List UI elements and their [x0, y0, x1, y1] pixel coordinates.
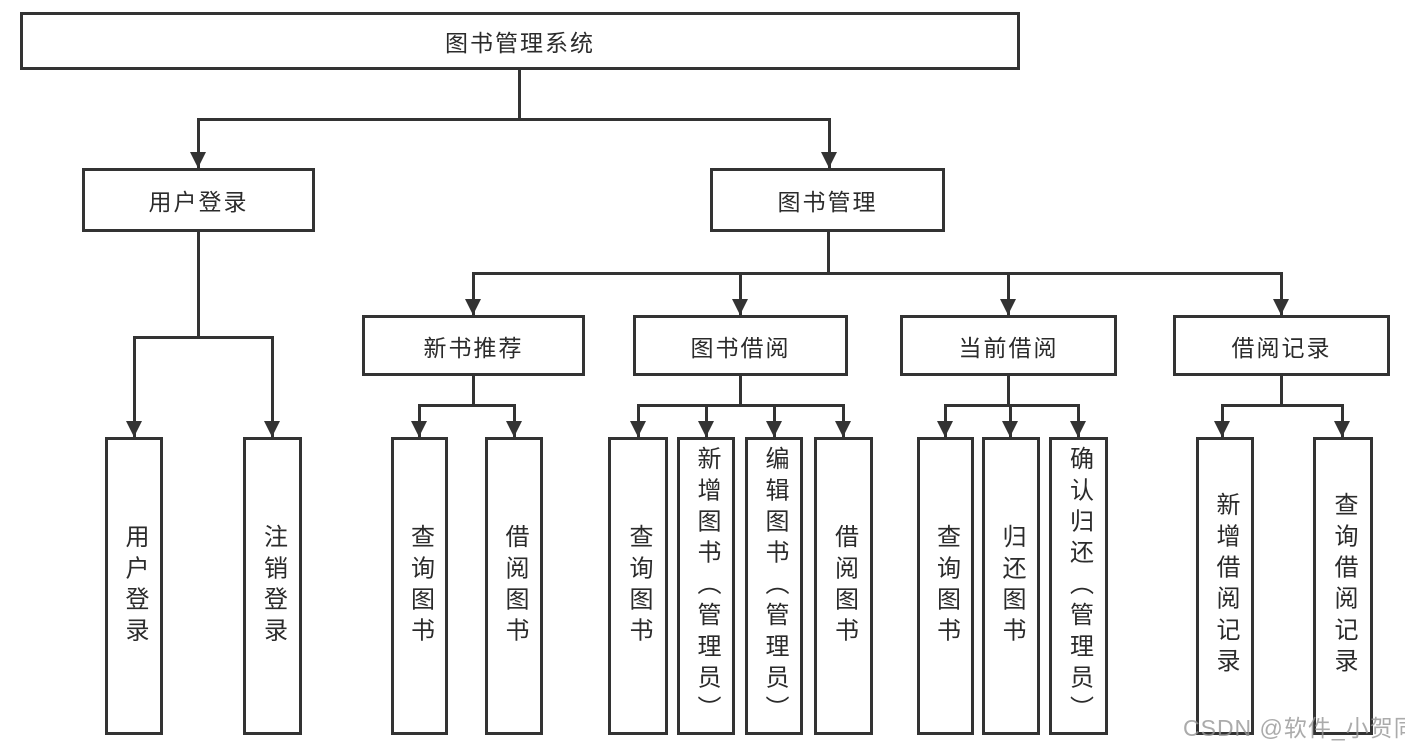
arrow-down-icon — [698, 421, 714, 437]
node-leaf-rr-add: 新增借阅记录 — [1196, 437, 1254, 735]
node-leaf-logout: 注销登录 — [243, 437, 302, 735]
connector-drop-cur-return — [1009, 404, 1012, 437]
node-leaf-rec-borrow: 借阅图书 — [485, 437, 543, 735]
node-book-borrow: 图书借阅 — [633, 315, 848, 376]
connector-drop-newbookrec — [472, 272, 475, 315]
node-leaf-bb-borrow-label: 借阅图书 — [830, 523, 858, 649]
arrow-down-icon — [1334, 421, 1350, 437]
arrow-down-icon — [506, 421, 522, 437]
arrow-down-icon — [1214, 421, 1230, 437]
arrow-down-icon — [1002, 421, 1018, 437]
node-new-book-rec: 新书推荐 — [362, 315, 585, 376]
node-leaf-cur-query-label: 查询图书 — [932, 523, 960, 649]
arrow-down-icon — [1070, 421, 1086, 437]
arrow-down-icon — [937, 421, 953, 437]
node-leaf-rr-add-label: 新增借阅记录 — [1212, 492, 1239, 680]
arrow-down-icon — [264, 421, 280, 437]
arrow-down-icon — [821, 152, 837, 168]
arrow-down-icon — [126, 421, 142, 437]
connector-drop-user-login — [197, 118, 200, 168]
connector-userlogin-stem — [197, 230, 200, 336]
connector-bookmgmt-rail — [472, 272, 1283, 275]
node-leaf-cur-query: 查询图书 — [917, 437, 974, 735]
node-current-borrow-label: 当前借阅 — [958, 334, 1059, 361]
node-leaf-cur-return-label: 归还图书 — [998, 523, 1025, 649]
node-leaf-bb-add: 新增图书（管理员） — [677, 437, 735, 735]
node-leaf-rec-borrow-label: 借阅图书 — [501, 523, 528, 649]
connector-bookborrow-stem — [739, 373, 742, 406]
arrow-down-icon — [1273, 299, 1289, 315]
connector-drop-bb-add — [705, 404, 708, 437]
node-leaf-rec-query-label: 查询图书 — [406, 523, 434, 649]
node-book-borrow-label: 图书借阅 — [690, 334, 791, 361]
connector-currentborrow-stem — [1007, 373, 1010, 406]
node-leaf-bb-add-label: 新增图书（管理员） — [693, 445, 720, 727]
connector-drop-currentborrow — [1007, 272, 1010, 315]
connector-root-rail — [197, 118, 831, 121]
connector-drop-rec-borrow — [513, 404, 516, 437]
connector-drop-rr-add — [1221, 404, 1224, 437]
node-borrow-record: 借阅记录 — [1173, 315, 1390, 376]
node-leaf-login-label: 用户登录 — [121, 523, 148, 649]
node-leaf-cur-return: 归还图书 — [982, 437, 1040, 735]
node-root: 图书管理系统 — [20, 12, 1020, 70]
node-leaf-rec-query: 查询图书 — [391, 437, 448, 735]
node-leaf-login: 用户登录 — [105, 437, 163, 735]
connector-drop-bb-edit — [773, 404, 776, 437]
connector-drop-logout — [271, 336, 274, 437]
arrow-down-icon — [630, 421, 646, 437]
connector-root-stem — [518, 68, 521, 121]
node-user-login: 用户登录 — [82, 168, 315, 232]
connector-drop-cur-query — [944, 404, 947, 437]
connector-userlogin-rail — [133, 336, 274, 339]
node-user-login-label: 用户登录 — [148, 189, 249, 215]
arrow-down-icon — [411, 421, 427, 437]
connector-drop-rr-query — [1341, 404, 1344, 437]
connector-drop-login — [133, 336, 136, 437]
connector-drop-rec-query — [418, 404, 421, 437]
node-new-book-rec-label: 新书推荐 — [423, 334, 524, 361]
connector-drop-cur-confirm — [1077, 404, 1080, 437]
node-leaf-bb-borrow: 借阅图书 — [814, 437, 873, 735]
connector-newbookrec-rail — [418, 404, 516, 407]
watermark: CSDN @软件_小贺同学 — [1183, 715, 1405, 741]
connector-bookmgmt-stem — [827, 230, 830, 274]
connector-drop-bb-borrow — [842, 404, 845, 437]
node-leaf-logout-label: 注销登录 — [259, 523, 287, 649]
node-leaf-rr-query: 查询借阅记录 — [1313, 437, 1373, 735]
node-leaf-bb-query-label: 查询图书 — [625, 523, 652, 649]
connector-borrowrecord-stem — [1280, 373, 1283, 406]
arrow-down-icon — [835, 421, 851, 437]
node-leaf-bb-query: 查询图书 — [608, 437, 668, 735]
node-leaf-bb-edit-label: 编辑图书（管理员） — [761, 445, 788, 727]
connector-drop-book-mgmt — [828, 118, 831, 168]
connector-newbookrec-stem — [472, 373, 475, 406]
arrow-down-icon — [465, 299, 481, 315]
node-current-borrow: 当前借阅 — [900, 315, 1117, 376]
node-leaf-bb-edit: 编辑图书（管理员） — [745, 437, 803, 735]
node-root-label: 图书管理系统 — [445, 30, 595, 56]
node-book-mgmt-label: 图书管理 — [777, 189, 878, 215]
connector-borrowrecord-rail — [1221, 404, 1344, 407]
node-leaf-rr-query-label: 查询借阅记录 — [1330, 492, 1357, 680]
connector-drop-bb-query — [637, 404, 640, 437]
connector-currentborrow-rail — [944, 404, 1080, 407]
node-leaf-cur-confirm-label: 确认归还（管理员） — [1065, 445, 1093, 727]
node-borrow-record-label: 借阅记录 — [1231, 334, 1332, 361]
arrow-down-icon — [1000, 299, 1016, 315]
arrow-down-icon — [766, 421, 782, 437]
node-book-mgmt: 图书管理 — [710, 168, 945, 232]
arrow-down-icon — [732, 299, 748, 315]
arrow-down-icon — [190, 152, 206, 168]
connector-bookborrow-rail — [637, 404, 845, 407]
connector-drop-bookborrow — [739, 272, 742, 315]
connector-drop-borrowrecord — [1280, 272, 1283, 315]
node-leaf-cur-confirm: 确认归还（管理员） — [1049, 437, 1108, 735]
